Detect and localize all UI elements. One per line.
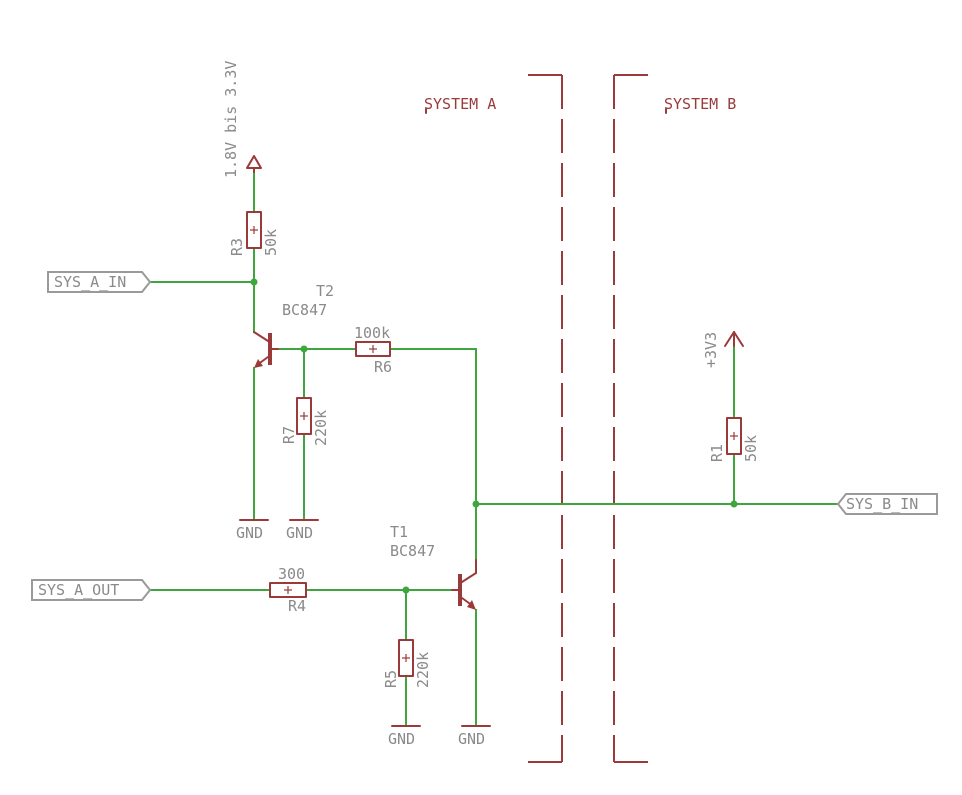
r1-name: R1 xyxy=(708,444,726,462)
gnd-t2: GND xyxy=(236,519,269,542)
transistor-t2: T2 BC847 xyxy=(253,282,334,368)
r6-name: R6 xyxy=(374,358,392,376)
r7-name: R7 xyxy=(280,426,298,444)
svg-text:SYS_A_OUT: SYS_A_OUT xyxy=(38,581,119,599)
supply-vcc-a: 1.8V bis 3.3V xyxy=(222,61,262,178)
system-a-frame xyxy=(528,74,563,763)
r6-value: 100k xyxy=(354,324,390,342)
svg-text:SYS_A_IN: SYS_A_IN xyxy=(54,273,126,291)
resistor-r3: R3 50k xyxy=(228,211,280,256)
supply-vcc-b: +3V3 xyxy=(702,331,744,368)
resistor-r4: 300 R4 xyxy=(269,565,307,615)
port-sys-a-out: SYS_A_OUT xyxy=(31,579,152,601)
r4-value: 300 xyxy=(278,565,305,583)
svg-text:SYSTEM B: SYSTEM B xyxy=(664,95,736,113)
port-sys-b-in: SYS_B_IN xyxy=(836,493,938,515)
svg-text:GND: GND xyxy=(388,730,415,748)
t2-name: T2 xyxy=(316,282,334,300)
system-a-label: SYSTEM A xyxy=(424,95,496,114)
r1-value: 50k xyxy=(742,435,760,462)
r7-value: 220k xyxy=(312,410,330,446)
gnd-r7: GND xyxy=(286,519,319,542)
r5-value: 220k xyxy=(414,652,432,688)
gnd-r5: GND xyxy=(388,725,421,748)
svg-text:GND: GND xyxy=(286,524,313,542)
junction-t1-base xyxy=(402,586,410,594)
gnd-t1: GND xyxy=(458,725,491,748)
t1-name: T1 xyxy=(390,523,408,541)
r3-value: 50k xyxy=(262,229,280,256)
supply-vcc-a-label: 1.8V bis 3.3V xyxy=(222,61,240,178)
resistor-r7: R7 220k xyxy=(280,397,330,446)
junction-t2-base xyxy=(300,345,308,353)
wires xyxy=(149,167,839,727)
svg-text:SYS_B_IN: SYS_B_IN xyxy=(846,495,918,513)
system-b-label: SYSTEM B xyxy=(664,95,736,114)
transistor-t1: T1 BC847 xyxy=(390,523,477,610)
junction-r1 xyxy=(730,500,738,508)
resistor-r5: R5 220k xyxy=(382,639,432,688)
system-b-frame xyxy=(613,74,648,763)
junctions xyxy=(250,278,738,594)
svg-text:SYSTEM A: SYSTEM A xyxy=(424,95,496,113)
junction-t1-collector xyxy=(472,500,480,508)
r5-name: R5 xyxy=(382,670,400,688)
t2-value: BC847 xyxy=(282,301,327,319)
svg-text:GND: GND xyxy=(458,730,485,748)
port-sys-a-in: SYS_A_IN xyxy=(47,271,152,293)
supply-vcc-b-label: +3V3 xyxy=(702,332,720,368)
resistor-r6: 100k R6 xyxy=(354,324,392,376)
svg-text:GND: GND xyxy=(236,524,263,542)
resistor-r1: R1 50k xyxy=(708,417,760,462)
r4-name: R4 xyxy=(288,597,306,615)
junction-sys-a-in xyxy=(250,278,258,286)
r3-name: R3 xyxy=(228,238,246,256)
t1-value: BC847 xyxy=(390,542,435,560)
